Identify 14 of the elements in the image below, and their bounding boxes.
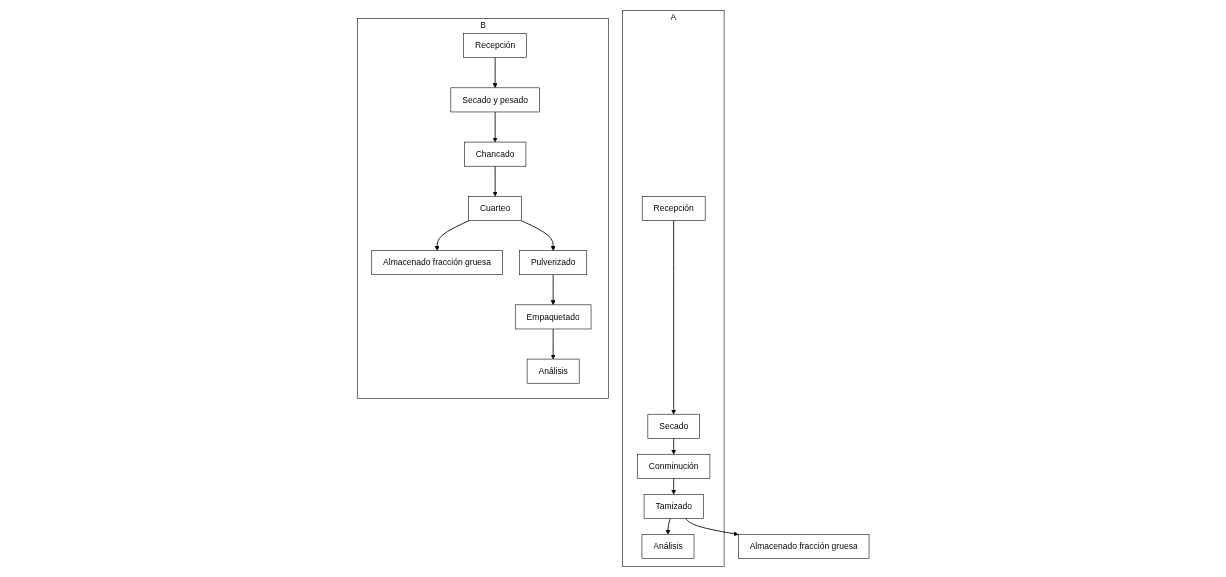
node-box: Pulverizado	[518, 250, 587, 275]
node-box: Análisis	[526, 358, 580, 384]
node-box: Tamizado	[643, 494, 704, 519]
node-box: Empaquetado	[514, 304, 592, 330]
node-box: Secado	[647, 413, 700, 439]
node-box: Chancado	[463, 141, 526, 167]
node-box: Cuarteo	[468, 196, 522, 221]
node-box: Recepción	[641, 196, 706, 221]
node-box: Conminución	[636, 453, 710, 479]
node-box: Secado y pesado	[450, 87, 540, 113]
node-box: Almacenado fracción gruesa	[371, 250, 503, 275]
node-box: Recepción	[463, 33, 527, 58]
node-box: Almacenado fracción gruesa	[737, 534, 870, 559]
node-box: Análisis	[641, 534, 695, 559]
